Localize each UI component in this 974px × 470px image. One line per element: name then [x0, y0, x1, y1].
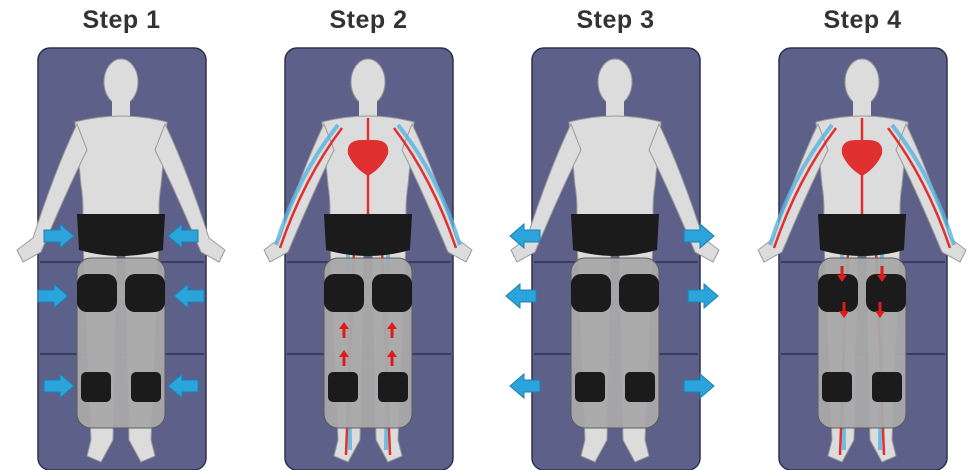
step-4-panel: Step 4 [741, 0, 974, 470]
step-1-figure [0, 0, 243, 470]
step-2-figure [247, 0, 490, 470]
waist-cuff [324, 214, 412, 256]
step-4-title: Step 4 [741, 6, 974, 35]
right-thigh-cuff [372, 274, 412, 312]
right-thigh-cuff [866, 274, 906, 312]
neck [606, 101, 624, 117]
waist-cuff [818, 214, 906, 256]
head [104, 59, 138, 105]
left-calf-cuff [575, 372, 605, 402]
left-calf-cuff [822, 372, 852, 402]
left-calf-cuff [328, 372, 358, 402]
waist-cuff [77, 214, 165, 256]
head [598, 59, 632, 105]
left-thigh-cuff [818, 274, 858, 312]
right-calf-cuff [625, 372, 655, 402]
right-calf-cuff [131, 372, 161, 402]
step-1-title: Step 1 [0, 6, 243, 35]
step-3-panel: Step 3 [494, 0, 737, 470]
step-2-panel: Step 2 [247, 0, 490, 470]
right-calf-cuff [872, 372, 902, 402]
left-thigh-cuff [324, 274, 364, 312]
step-3-figure [494, 0, 737, 470]
right-thigh-cuff [619, 274, 659, 312]
neck [359, 101, 377, 117]
right-calf-cuff [378, 372, 408, 402]
neck [853, 101, 871, 117]
head [845, 59, 879, 105]
right-thigh-cuff [125, 274, 165, 312]
left-calf-cuff [81, 372, 111, 402]
step-2-title: Step 2 [247, 6, 490, 35]
waist-cuff [571, 214, 659, 256]
left-thigh-cuff [77, 274, 117, 312]
step-1-panel: Step 1 [0, 0, 243, 470]
step-4-figure [741, 0, 974, 470]
step-3-title: Step 3 [494, 6, 737, 35]
neck [112, 101, 130, 117]
left-thigh-cuff [571, 274, 611, 312]
head [351, 59, 385, 105]
